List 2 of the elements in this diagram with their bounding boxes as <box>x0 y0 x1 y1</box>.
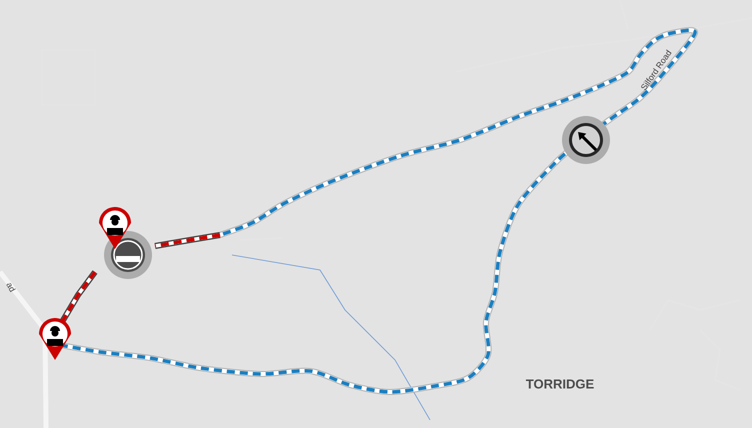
road-name: ad <box>6 283 16 292</box>
area-name: TORRIDGE <box>526 379 594 389</box>
